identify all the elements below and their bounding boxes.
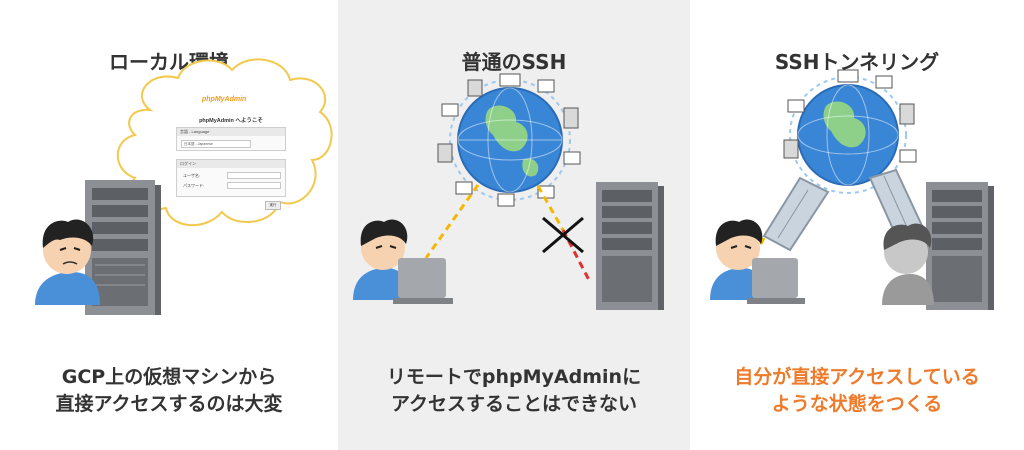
username-field[interactable] (227, 172, 281, 179)
caption-line: 直接アクセスするのは大変 (55, 393, 283, 415)
phpmyadmin-screen: phpMyAdmin phpMyAdmin へようこそ 言語 - Languag… (172, 93, 290, 211)
server-icon (926, 182, 994, 310)
panel-caption: 自分が直接アクセスしている ような状態をつくる (690, 364, 1024, 418)
go-button[interactable]: 実行 (265, 201, 281, 210)
language-select[interactable]: 日本語 - Japanese (181, 140, 251, 148)
blocked-connection-line (561, 229, 592, 283)
caption-line: GCP上の仮想マシンから (61, 366, 277, 388)
caption-line: 自分が直接アクセスしている (734, 366, 980, 388)
welcome-text: phpMyAdmin へようこそ (199, 118, 263, 124)
panel-title: 普通のSSH (461, 50, 567, 74)
panel-ssh-tunneling: SSHトンネリング (690, 0, 1024, 450)
panel-normal-ssh: 普通のSSH (338, 0, 690, 450)
phpmyadmin-logo: phpMyAdmin (202, 96, 247, 103)
ssh-tunneling-illustration (710, 69, 994, 310)
login-header: ログイン (177, 160, 285, 168)
panel-caption: リモートでphpMyAdminに アクセスすることはできない (338, 364, 690, 418)
server-connection-line (536, 185, 565, 231)
language-box: 言語 - Language 日本語 - Japanese (176, 127, 286, 151)
caption-line: ような状態をつくる (771, 393, 943, 415)
person-icon (353, 219, 410, 300)
username-label: ユーザ名: (183, 173, 201, 178)
caption-line: アクセスすることはできない (390, 393, 638, 415)
server-icon (596, 182, 664, 310)
login-box: ログイン ユーザ名: パスワード: 実行 (176, 159, 286, 210)
password-field[interactable] (227, 182, 281, 189)
globe-network-icon (783, 69, 917, 194)
ssh-connection-line (424, 184, 480, 259)
laptop-icon (393, 258, 453, 304)
normal-ssh-illustration (353, 73, 664, 310)
password-label: パスワード: (183, 183, 205, 188)
globe-network-icon (437, 73, 581, 207)
language-header: 言語 - Language (177, 128, 285, 136)
cross-icon (542, 216, 584, 254)
laptop-icon (747, 258, 805, 304)
caption-line: リモートでphpMyAdminに (386, 366, 642, 388)
panel-local: ローカル環境 (0, 0, 338, 450)
person-icon (35, 219, 100, 305)
person-icon (882, 223, 934, 305)
tunnel-pipe-icon (762, 176, 830, 252)
panel-caption: GCP上の仮想マシンから 直接アクセスするのは大変 (0, 364, 338, 418)
